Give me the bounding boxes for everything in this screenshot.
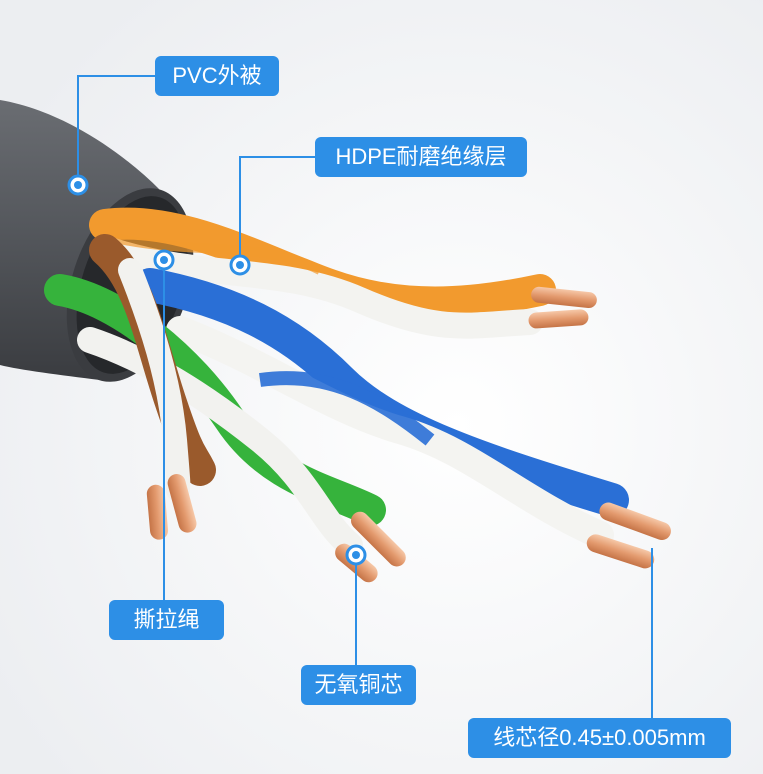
blue-pair xyxy=(133,268,629,549)
rip-cord-label: 撕拉绳 xyxy=(109,600,224,640)
core-diameter-label: 线芯径0.45±0.005mm xyxy=(468,718,731,758)
orange-pair xyxy=(89,207,556,339)
copper-core-label: 无氧铜芯 xyxy=(301,665,416,705)
blue-copper-ends xyxy=(586,502,671,569)
pvc-jacket-label: PVC外被 xyxy=(155,56,279,96)
hdpe-insulation-label: HDPE耐磨绝缘层 xyxy=(315,137,527,177)
brown-copper-ends xyxy=(146,474,197,540)
callout-dots xyxy=(67,174,367,566)
orange-copper-ends xyxy=(528,286,597,329)
